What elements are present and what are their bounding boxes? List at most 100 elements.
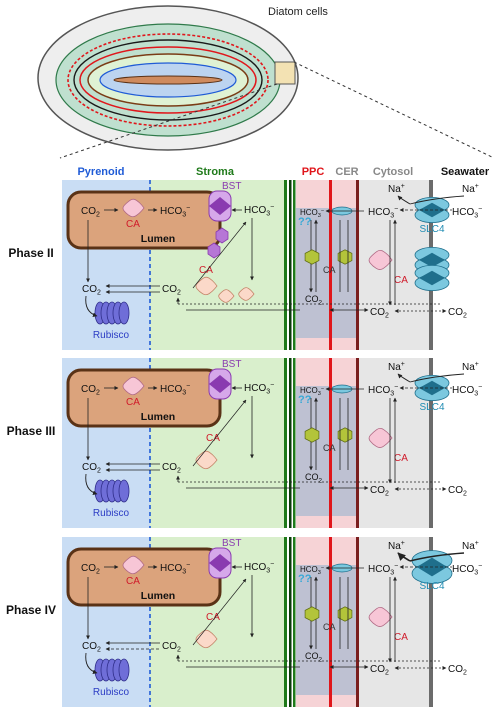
co2-label: CO2: [82, 284, 101, 297]
membrane-4: [329, 537, 332, 707]
hco3-label: HCO3−: [452, 563, 482, 577]
ca-label: CA: [394, 632, 408, 643]
slc4-label: SLC4: [419, 402, 444, 413]
ca-label: CA: [394, 453, 408, 464]
header-stroma: Stroma: [196, 166, 235, 178]
hco3-label: HCO3−: [160, 562, 190, 576]
lumen-label: Lumen: [141, 233, 175, 245]
hco3-label: HCO3−: [300, 208, 324, 219]
ca-label: CA: [126, 397, 140, 408]
hco3-label: HCO3−: [368, 384, 398, 398]
ca-label: CA: [323, 622, 336, 632]
co2-label: CO2: [82, 641, 101, 654]
hco3-label: HCO3−: [452, 206, 482, 220]
na-label: Na+: [462, 183, 479, 195]
unknown-transporter-label: ??: [298, 573, 312, 585]
co2-label: CO2: [81, 563, 100, 576]
bst-transporter: [208, 368, 232, 400]
carbonic-anhydrase-icon: [368, 428, 393, 448]
ca-label: CA: [323, 265, 336, 275]
hco3-label: HCO3−: [244, 382, 274, 396]
plasma-membrane: [429, 537, 433, 707]
slc4-label: SLC4: [419, 581, 444, 592]
header-pyrenoid: Pyrenoid: [77, 166, 124, 178]
co2-label: CO2: [81, 206, 100, 219]
green-ca-icon: [304, 249, 320, 265]
green-ca-icon: [337, 427, 353, 443]
membrane-4: [329, 180, 332, 350]
header-seawater: Seawater: [441, 166, 490, 178]
phase-label: Phase III: [7, 424, 56, 438]
rubisco-icon: [94, 301, 130, 325]
carbonic-anhydrase-icon: [122, 376, 145, 396]
na-label: Na+: [462, 540, 479, 552]
ca-label: CA: [206, 612, 220, 623]
carbonic-anhydrase-icon: [122, 198, 145, 218]
bst-transporter: [208, 547, 232, 579]
hco3-label: HCO3−: [244, 204, 274, 218]
co2-label: CO2: [162, 641, 181, 654]
carbonic-anhydrase-icon: [195, 276, 218, 296]
membrane-2: [289, 180, 292, 350]
ca-label: CA: [126, 219, 140, 230]
co2-label: CO2: [448, 307, 467, 320]
hco3-label: HCO3−: [244, 561, 274, 575]
hco3-label: HCO3−: [300, 565, 324, 576]
ca-label: CA: [126, 576, 140, 587]
phase-label: Phase IV: [6, 603, 56, 617]
co2-label: CO2: [305, 294, 323, 306]
hco3-label: HCO3−: [300, 386, 324, 397]
co2-label: CO2: [81, 384, 100, 397]
ca-label: CA: [199, 265, 213, 276]
bst-label: BST: [222, 538, 241, 549]
green-ca-icon: [304, 427, 320, 443]
rubisco-icon: [94, 479, 130, 503]
bst-vesicle-icon: [207, 242, 221, 259]
carbonic-anhydrase-icon: [238, 287, 255, 301]
carbonic-anhydrase-icon: [122, 555, 145, 575]
membrane-2: [289, 358, 292, 528]
diatom-cell-illustration: Diatom cells: [37, 5, 495, 159]
phase-label: Phase II: [8, 246, 53, 260]
na-label: Na+: [388, 540, 405, 552]
hco3-label: HCO3−: [452, 384, 482, 398]
ca-label: CA: [206, 433, 220, 444]
membrane-3: [293, 180, 296, 350]
co2-label: CO2: [370, 664, 389, 677]
membrane-2: [289, 537, 292, 707]
co2-label: CO2: [370, 307, 389, 320]
green-ca-icon: [304, 606, 320, 622]
hco3-label: HCO3−: [160, 205, 190, 219]
membrane-4: [329, 358, 332, 528]
co2-label: CO2: [370, 485, 389, 498]
co2-label: CO2: [162, 284, 181, 297]
bst-label: BST: [222, 181, 241, 192]
lumen-label: Lumen: [141, 411, 175, 423]
ca-label: CA: [394, 275, 408, 286]
na-label: Na+: [388, 361, 405, 373]
co2-label: CO2: [82, 462, 101, 475]
carbonic-anhydrase-icon: [368, 250, 393, 270]
unknown-transporter-label: ??: [298, 216, 312, 228]
hco3-label: HCO3−: [368, 563, 398, 577]
carbonic-anhydrase-icon: [218, 289, 235, 303]
na-label: Na+: [462, 361, 479, 373]
membrane-1: [284, 358, 287, 528]
slc4-label: SLC4: [419, 224, 444, 235]
green-ca-icon: [337, 606, 353, 622]
membrane-5: [356, 537, 359, 707]
rubisco-label: Rubisco: [93, 330, 130, 341]
co2-label: CO2: [305, 651, 323, 663]
rubisco-label: Rubisco: [93, 687, 130, 698]
co2-label: CO2: [305, 472, 323, 484]
membrane-1: [284, 537, 287, 707]
co2-label: CO2: [162, 462, 181, 475]
membrane-3: [293, 358, 296, 528]
membrane-5: [356, 358, 359, 528]
bst-label: BST: [222, 359, 241, 370]
membrane-5: [356, 180, 359, 350]
